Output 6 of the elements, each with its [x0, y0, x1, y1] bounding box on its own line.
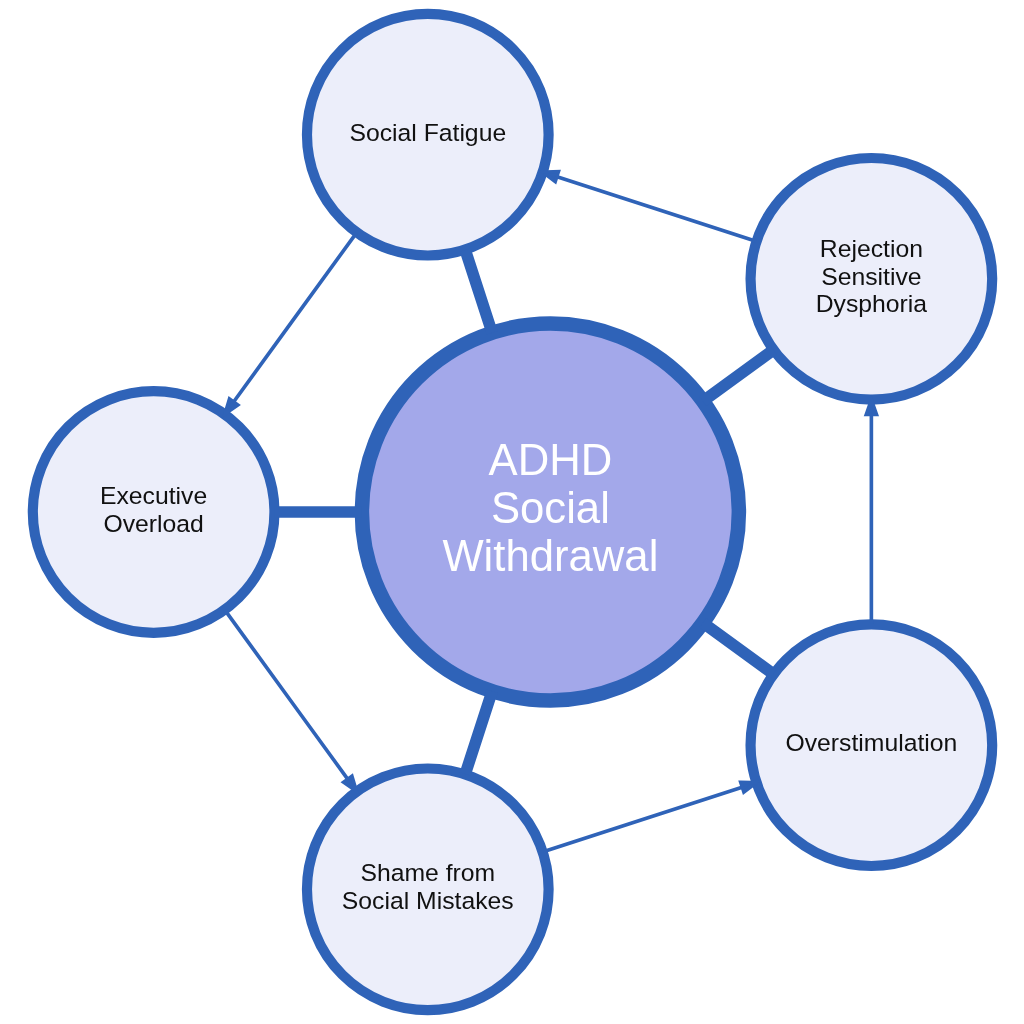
- node-circle: Overstimulation: [744, 619, 997, 872]
- node-circle: ADHD Social Withdrawal: [354, 316, 746, 708]
- node-circle: Social Fatigue: [301, 8, 554, 261]
- node-circle: Shame from Social Mistakes: [301, 763, 554, 1016]
- node-circle: Executive Overload: [27, 386, 280, 638]
- node-circle: Rejection Sensitive Dysphoria: [744, 152, 997, 405]
